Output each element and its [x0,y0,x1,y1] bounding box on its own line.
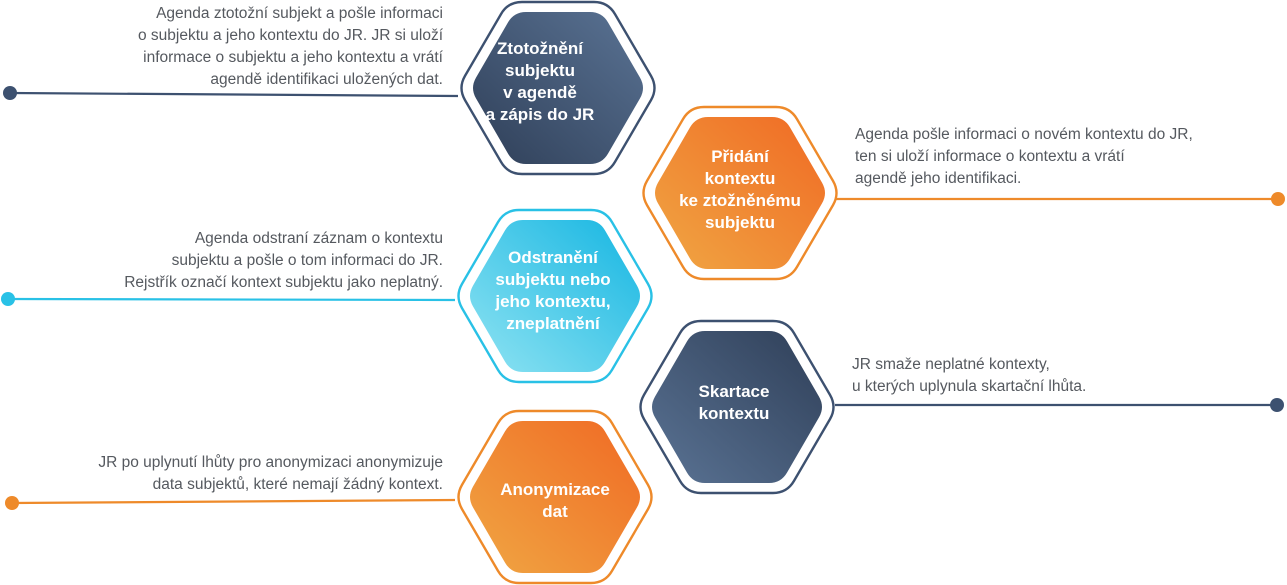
step-anonymizace-title: Anonymizace dat [500,480,610,521]
step-pridani-hex [655,117,825,269]
step-ztotozneni-hex [473,12,643,164]
step-odstraneni-dot [1,292,15,306]
step-ztotozneni-connector [9,91,459,98]
step-odstraneni-description: Agenda odstraní záznam o kontextu subjek… [124,230,443,291]
step-ztotozneni-description: Agenda ztotožní subjekt a pošle informac… [138,5,443,88]
step-pridani-dot [1271,192,1285,206]
step-anonymizace-dot [5,496,19,510]
step-skartace-hex [652,331,822,483]
step-odstraneni-title: Odstranění subjektu nebo jeho kontextu, … [495,248,611,333]
step-pridani-title: Přidání kontextu ke ztožněnému subjektu [679,147,801,232]
step-anonymizace-hex [470,421,640,573]
step-pridani-description: Agenda pošle informaci o novém kontextu … [855,126,1193,187]
step-skartace-title: Skartace kontextu [698,382,770,423]
step-odstraneni-hex [470,220,640,372]
step-ztotozneni-dot [3,86,17,100]
step-odstraneni-connector [7,297,456,302]
step-anonymizace-description: JR po uplynutí lhůty pro anonymizaci ano… [98,454,443,493]
step-ztotozneni-title: Ztotožnění subjektu v agendě a zápis do … [485,39,595,124]
step-skartace-description: JR smaže neplatné kontexty, u kterých up… [852,356,1087,395]
step-skartace-dot [1270,398,1284,412]
step-anonymizace-connector [11,498,456,505]
